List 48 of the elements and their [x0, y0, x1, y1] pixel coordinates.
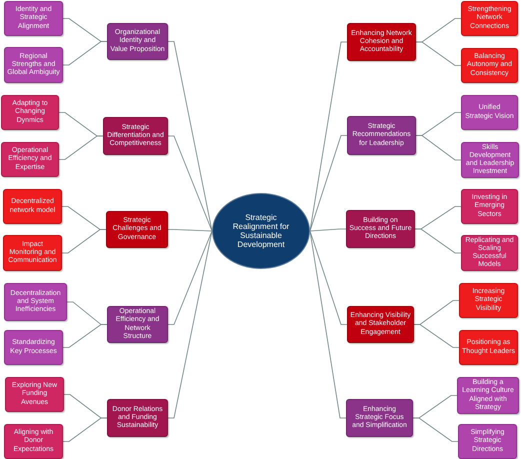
subtopic-box [461, 48, 518, 83]
branch-topic-box [347, 23, 416, 61]
subtopic-box [4, 330, 63, 365]
connector-line [310, 228, 346, 232]
connector-line [412, 418, 458, 442]
connector-line [416, 135, 462, 160]
branch-topic-box [107, 306, 168, 343]
subtopic-box [4, 283, 67, 321]
connector-line [416, 42, 462, 66]
connector-line [168, 229, 212, 232]
connector-line [62, 324, 108, 348]
connector-line [62, 418, 108, 442]
subtopic-box [5, 377, 64, 412]
subtopic-box [1, 142, 59, 177]
branch-topic-box [347, 116, 416, 155]
node-label: Strategic Realignment for Sustainable Development [232, 212, 290, 250]
branch-topic-box [346, 210, 415, 248]
connector-line [414, 324, 460, 348]
connector-line [310, 135, 348, 232]
connector-line [168, 136, 212, 232]
connector-line [310, 42, 348, 232]
branch-topic-box [107, 399, 168, 437]
subtopic-box [459, 283, 518, 318]
subtopic-box [461, 189, 518, 224]
subtopic-box [4, 424, 63, 459]
subtopic-box [4, 47, 63, 83]
branch-topic-box [107, 23, 168, 60]
branch-topic-box [346, 399, 413, 437]
connector-line [310, 230, 348, 325]
branch-topic-box [347, 306, 414, 343]
connector-line [414, 228, 462, 254]
subtopic-box [461, 95, 518, 130]
branch-topic-box [106, 211, 168, 248]
subtopic-box [458, 424, 517, 459]
subtopic-box [1, 95, 59, 130]
connector-line [62, 41, 108, 66]
subtopic-box [3, 235, 62, 271]
connector-line [168, 230, 212, 325]
connector-line [168, 230, 212, 418]
subtopic-box [3, 189, 62, 224]
connector-line [310, 230, 346, 418]
connector-line [58, 136, 104, 160]
connector-line [62, 229, 106, 254]
branch-topic-box [103, 117, 168, 155]
subtopic-box [459, 330, 518, 365]
subtopic-box [4, 1, 63, 36]
connector-line [168, 41, 212, 232]
subtopic-box [461, 1, 518, 36]
